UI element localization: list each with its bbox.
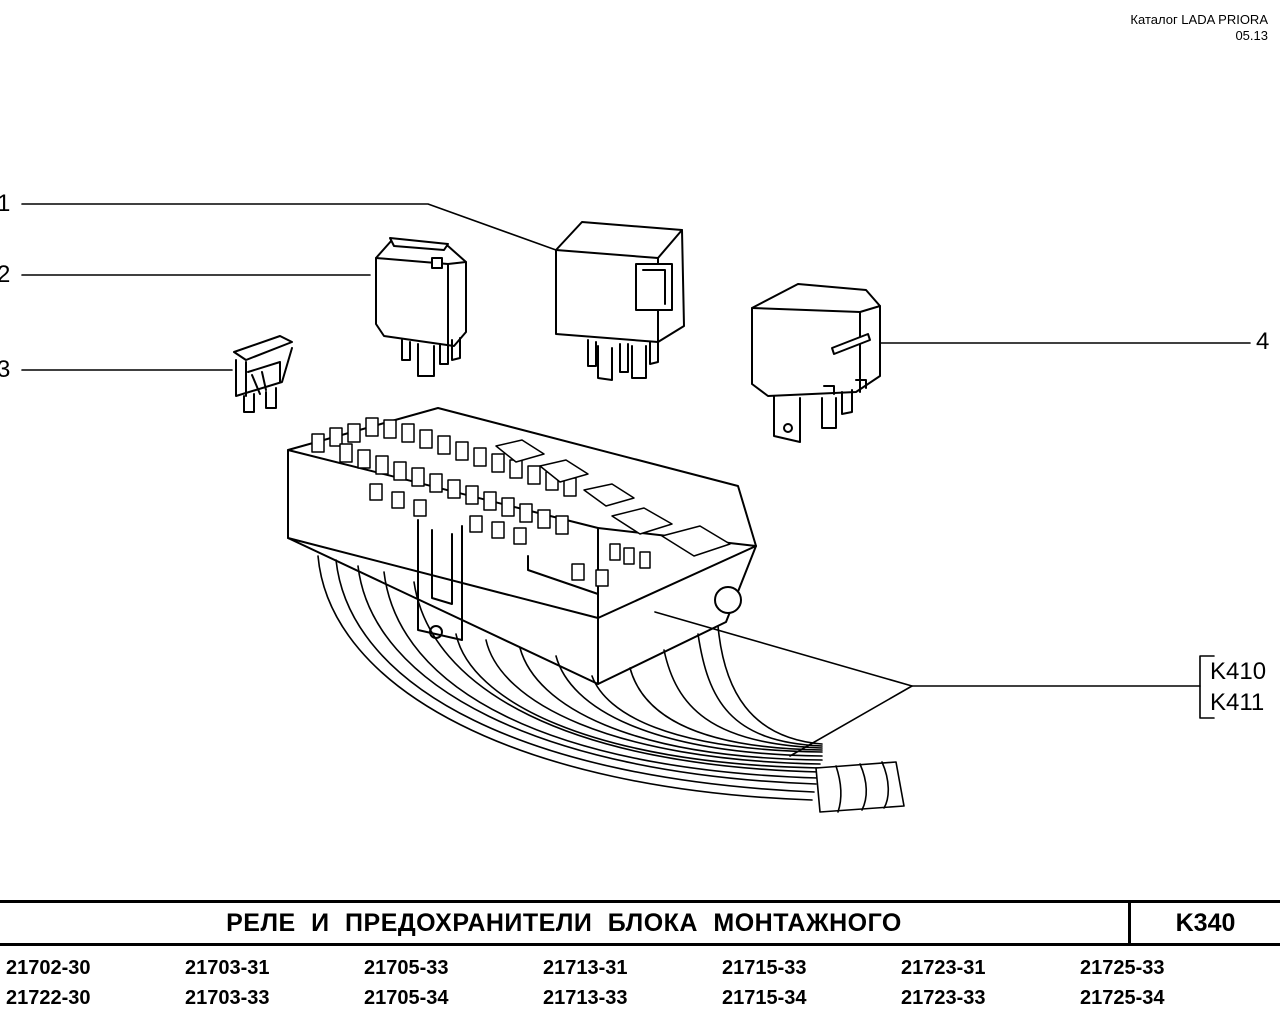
catalog-header: Каталог LADA PRIORA 05.13 (1130, 12, 1268, 44)
title-band: РЕЛЕ И ПРЕДОХРАНИТЕЛИ БЛОКА МОНТАЖНОГО K… (0, 900, 1280, 946)
fuse-part-3 (233, 335, 293, 413)
model-code: 21703-31 (185, 957, 270, 979)
relay-part-4 (751, 283, 881, 443)
model-code: 21715-33 (722, 957, 807, 979)
kit-codes: K410 K411 (1210, 656, 1266, 718)
kit-code-k411: K411 (1210, 689, 1265, 716)
model-code: 21723-31 (901, 957, 986, 979)
callout-2: 2 (0, 261, 11, 288)
callout-4: 4 (1256, 328, 1270, 355)
model-code: 21705-34 (364, 987, 449, 1009)
catalog-date: 05.13 (1235, 28, 1268, 43)
model-code: 21725-34 (1080, 987, 1165, 1009)
model-code: 21713-31 (543, 957, 628, 979)
catalog-title: Каталог LADA PRIORA (1130, 12, 1268, 27)
model-code: 21705-33 (364, 957, 449, 979)
leader-lines (21, 203, 1251, 757)
model-code: 21703-33 (185, 987, 270, 1009)
kit-code-k410: K410 (1210, 658, 1267, 685)
model-code: 21722-30 (6, 987, 91, 1009)
relay-part-1 (555, 221, 685, 381)
wire-harness (317, 555, 905, 813)
relay-part-2 (375, 237, 467, 377)
model-code: 21725-33 (1080, 957, 1165, 979)
model-code: 21715-34 (722, 987, 807, 1009)
section-title: РЕЛЕ И ПРЕДОХРАНИТЕЛИ БЛОКА МОНТАЖНОГО (226, 909, 902, 937)
model-code: 21702-30 (6, 957, 91, 979)
callout-3: 3 (0, 356, 11, 383)
callout-1: 1 (0, 190, 11, 217)
mounting-block (287, 407, 757, 685)
title-divider (1128, 903, 1131, 943)
model-code: 21723-33 (901, 987, 986, 1009)
model-code: 21713-33 (543, 987, 628, 1009)
section-code: K340 (1175, 909, 1236, 937)
parts-diagram (21, 203, 1251, 813)
